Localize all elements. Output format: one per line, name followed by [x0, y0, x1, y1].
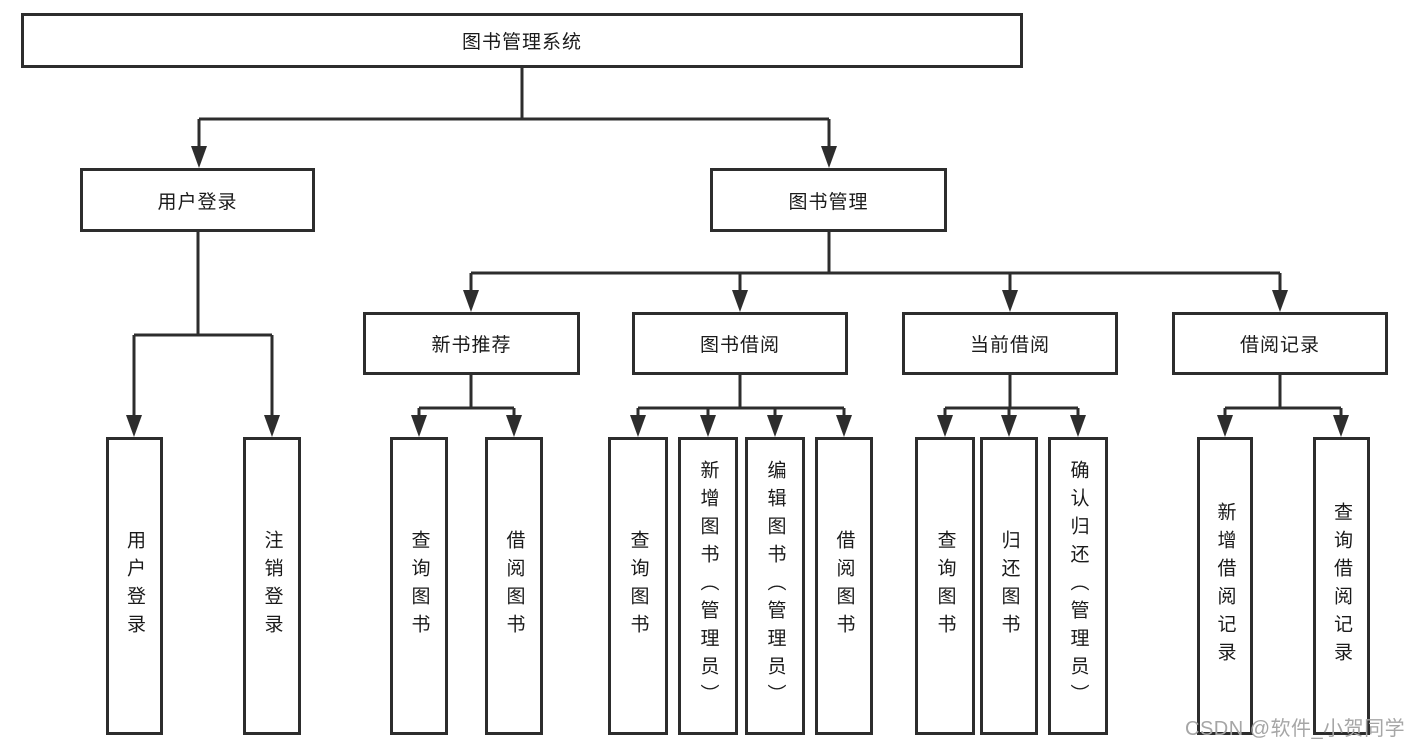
node-leaf-query-book-3: 查询图书 [915, 437, 975, 735]
node-leaf-borrow-book-2: 借阅图书 [815, 437, 873, 735]
node-leaf-query-borrow-record: 查询借阅记录 [1313, 437, 1370, 735]
node-borrow-record: 借阅记录 [1172, 312, 1388, 375]
node-book-management: 图书管理 [710, 168, 947, 232]
node-leaf-confirm-return-admin: 确认归还（管理员） [1048, 437, 1108, 735]
node-leaf-return-book: 归还图书 [980, 437, 1038, 735]
node-new-book-recommend: 新书推荐 [363, 312, 580, 375]
node-user-login: 用户登录 [80, 168, 315, 232]
node-library-management-system: 图书管理系统 [21, 13, 1023, 68]
node-leaf-borrow-book-1: 借阅图书 [485, 437, 543, 735]
node-current-borrow: 当前借阅 [902, 312, 1118, 375]
node-leaf-user-login: 用户登录 [106, 437, 163, 735]
node-leaf-edit-book-admin: 编辑图书（管理员） [745, 437, 805, 735]
node-leaf-add-book-admin: 新增图书（管理员） [678, 437, 738, 735]
node-leaf-query-book-2: 查询图书 [608, 437, 668, 735]
node-book-borrow: 图书借阅 [632, 312, 848, 375]
node-leaf-add-borrow-record: 新增借阅记录 [1197, 437, 1253, 735]
node-leaf-logout: 注销登录 [243, 437, 301, 735]
csdn-watermark: CSDN @软件_小贺同学 [1185, 718, 1405, 740]
node-leaf-query-book-1: 查询图书 [390, 437, 448, 735]
